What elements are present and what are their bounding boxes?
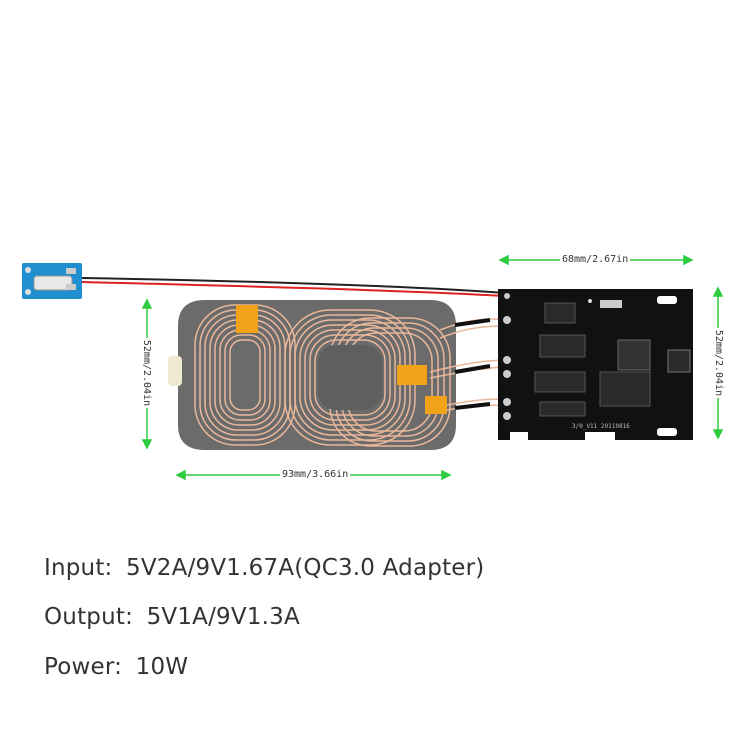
led-wire [81, 277, 506, 297]
spec-output-value: 5V1A/9V1.3A [146, 604, 300, 630]
spec-power-label: Power: [44, 654, 123, 680]
pcb-board: 3/0_V11 20110816 [498, 289, 693, 442]
spec-output-label: Output: [44, 604, 134, 630]
kapton-tape [236, 305, 447, 414]
spec-input-value: 5V2A/9V1.67A(QC3.0 Adapter) [126, 555, 485, 581]
spec-input: Input: 5V2A/9V1.67A(QC3.0 Adapter) [44, 555, 484, 581]
left-coil-core [233, 343, 257, 407]
led-indicator-board [22, 263, 82, 299]
coil-lead-sleeves [454, 318, 491, 410]
board-width-label: 68mm/2.67in [560, 254, 631, 266]
spec-output: Output: 5V1A/9V1.3A [44, 604, 300, 630]
coil-height-label: 52mm/2.04in [140, 337, 153, 409]
coil-width-label: 93mm/3.66in [280, 469, 351, 481]
spec-power: Power: 10W [44, 654, 188, 680]
pcb-silkscreen: 3/0_V11 20110816 [572, 423, 630, 430]
spec-power-value: 10W [135, 654, 189, 680]
spec-input-label: Input: [44, 555, 113, 581]
board-height-label: 52mm/2.04in [712, 327, 725, 399]
middle-coil-core [318, 345, 382, 410]
